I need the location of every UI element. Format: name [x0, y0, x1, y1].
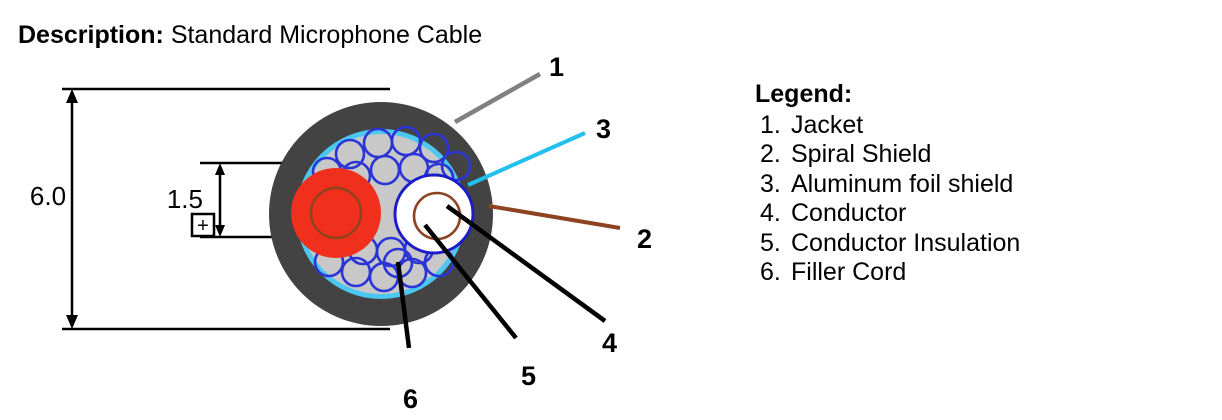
legend-item-number: 5. [760, 228, 781, 257]
dimension-outer-diameter: 6.0 [30, 87, 390, 331]
red-conductor-core [309, 186, 363, 240]
dim-outer-value: 6.0 [30, 181, 66, 211]
dim-inner-value: 1.5 [167, 184, 203, 214]
description-value: Standard Microphone Cable [170, 21, 483, 49]
legend-item-number: 4. [760, 199, 781, 227]
legend-item-label: Conductor [791, 199, 907, 227]
dim-inner-arrow-up-icon [215, 163, 225, 175]
legend-item-conductor-insulation: 5. Conductor Insulation [755, 229, 1020, 259]
legend-item-jacket: 1. Jacket [755, 111, 1020, 141]
shield-strand [334, 138, 366, 170]
legend-item-label: Spiral Shield [791, 140, 932, 168]
callout-label-6: 6 [403, 384, 418, 414]
shield-strand [418, 132, 450, 164]
callout-label-3: 3 [596, 114, 611, 144]
callout-leaders [395, 72, 621, 349]
leader-line-2 [488, 204, 621, 230]
legend: Legend: 1. Jacket 2. Spiral Shield 3. Al… [755, 80, 1020, 288]
red-conductor-insulation [291, 168, 381, 258]
dim-inner-arrow-down-icon [215, 225, 225, 237]
dim-outer-arrow-down-icon [66, 315, 78, 329]
legend-item-filler-cord: 6. Filler Cord [755, 258, 1020, 288]
cable-cross-section-diagram: 6.0 1.5 + [30, 52, 652, 414]
callout-label-5: 5 [521, 361, 536, 391]
description-label: Description: [18, 21, 164, 49]
legend-title: Legend: [755, 80, 853, 108]
legend-item-spiral-shield: 2. Spiral Shield [755, 140, 1020, 170]
legend-item-conductor: 4. Conductor [755, 199, 1020, 229]
legend-item-aluminum-foil-shield: 3. Aluminum foil shield [755, 170, 1020, 200]
callout-labels: 1 2 3 4 5 6 [403, 52, 652, 414]
cable-layers [269, 102, 493, 326]
legend-item-label: Conductor Insulation [791, 228, 1021, 257]
leader-line-6 [395, 261, 412, 349]
legend-item-label: Aluminum foil shield [791, 169, 1014, 198]
legend-item-label: Jacket [791, 110, 864, 139]
leader-line-3 [467, 131, 586, 187]
legend-item-label: Filler Cord [791, 258, 907, 286]
tolerance-symbol: + [197, 215, 209, 237]
legend-item-number: 3. [760, 169, 781, 198]
callout-label-4: 4 [602, 328, 617, 358]
legend-item-number: 2. [760, 140, 781, 168]
dim-outer-arrow-up-icon [66, 89, 78, 103]
callout-label-2: 2 [637, 224, 652, 254]
description-header: Description: Standard Microphone Cable [18, 20, 482, 50]
leader-line-1 [453, 72, 542, 124]
legend-item-number: 1. [760, 110, 781, 139]
tolerance-symbol-box [190, 212, 216, 238]
leader-line-4 [445, 204, 607, 323]
leader-line-5 [423, 223, 518, 340]
callout-label-1: 1 [549, 52, 564, 82]
legend-item-number: 6. [760, 258, 781, 286]
legend-list: 1. Jacket 2. Spiral Shield 3. Aluminum f… [755, 111, 1020, 288]
